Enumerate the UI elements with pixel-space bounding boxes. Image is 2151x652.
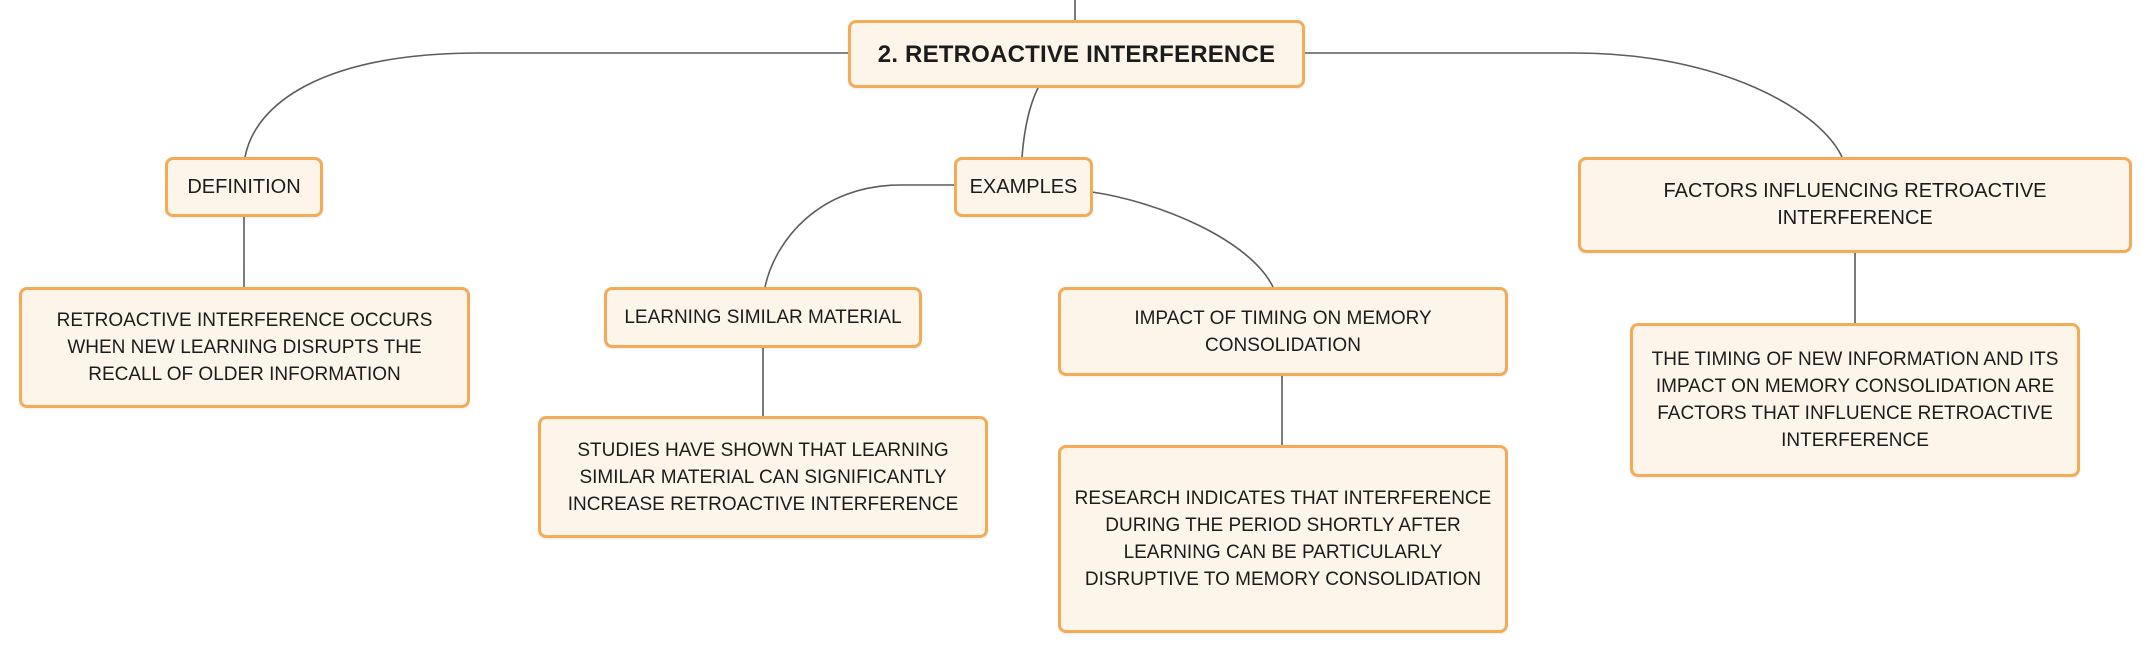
- factors-detail-node[interactable]: THE TIMING OF NEW INFORMATION AND ITS IM…: [1630, 323, 2080, 477]
- root-node[interactable]: 2. RETROACTIVE INTERFERENCE: [848, 20, 1305, 88]
- connector-examples-to-similar: [764, 184, 954, 288]
- connector-root-to-definition: [244, 52, 848, 158]
- example-similar-material-node[interactable]: LEARNING SIMILAR MATERIAL: [604, 287, 922, 348]
- factors-node[interactable]: FACTORS INFLUENCING RETROACTIVE INTERFER…: [1578, 157, 2132, 253]
- example-similar-detail-node[interactable]: STUDIES HAVE SHOWN THAT LEARNING SIMILAR…: [538, 416, 988, 538]
- definition-node[interactable]: DEFINITION: [165, 157, 323, 217]
- connector-root-to-factors: [1303, 52, 1843, 158]
- example-timing-node[interactable]: IMPACT OF TIMING ON MEMORY CONSOLIDATION: [1058, 287, 1508, 376]
- connector-root-to-examples: [1021, 87, 1039, 158]
- examples-node[interactable]: EXAMPLES: [954, 157, 1093, 217]
- example-timing-detail-node[interactable]: RESEARCH INDICATES THAT INTERFERENCE DUR…: [1058, 445, 1508, 633]
- definition-detail-node[interactable]: RETROACTIVE INTERFERENCE OCCURS WHEN NEW…: [19, 287, 470, 408]
- connector-examples-to-timing: [1091, 191, 1274, 288]
